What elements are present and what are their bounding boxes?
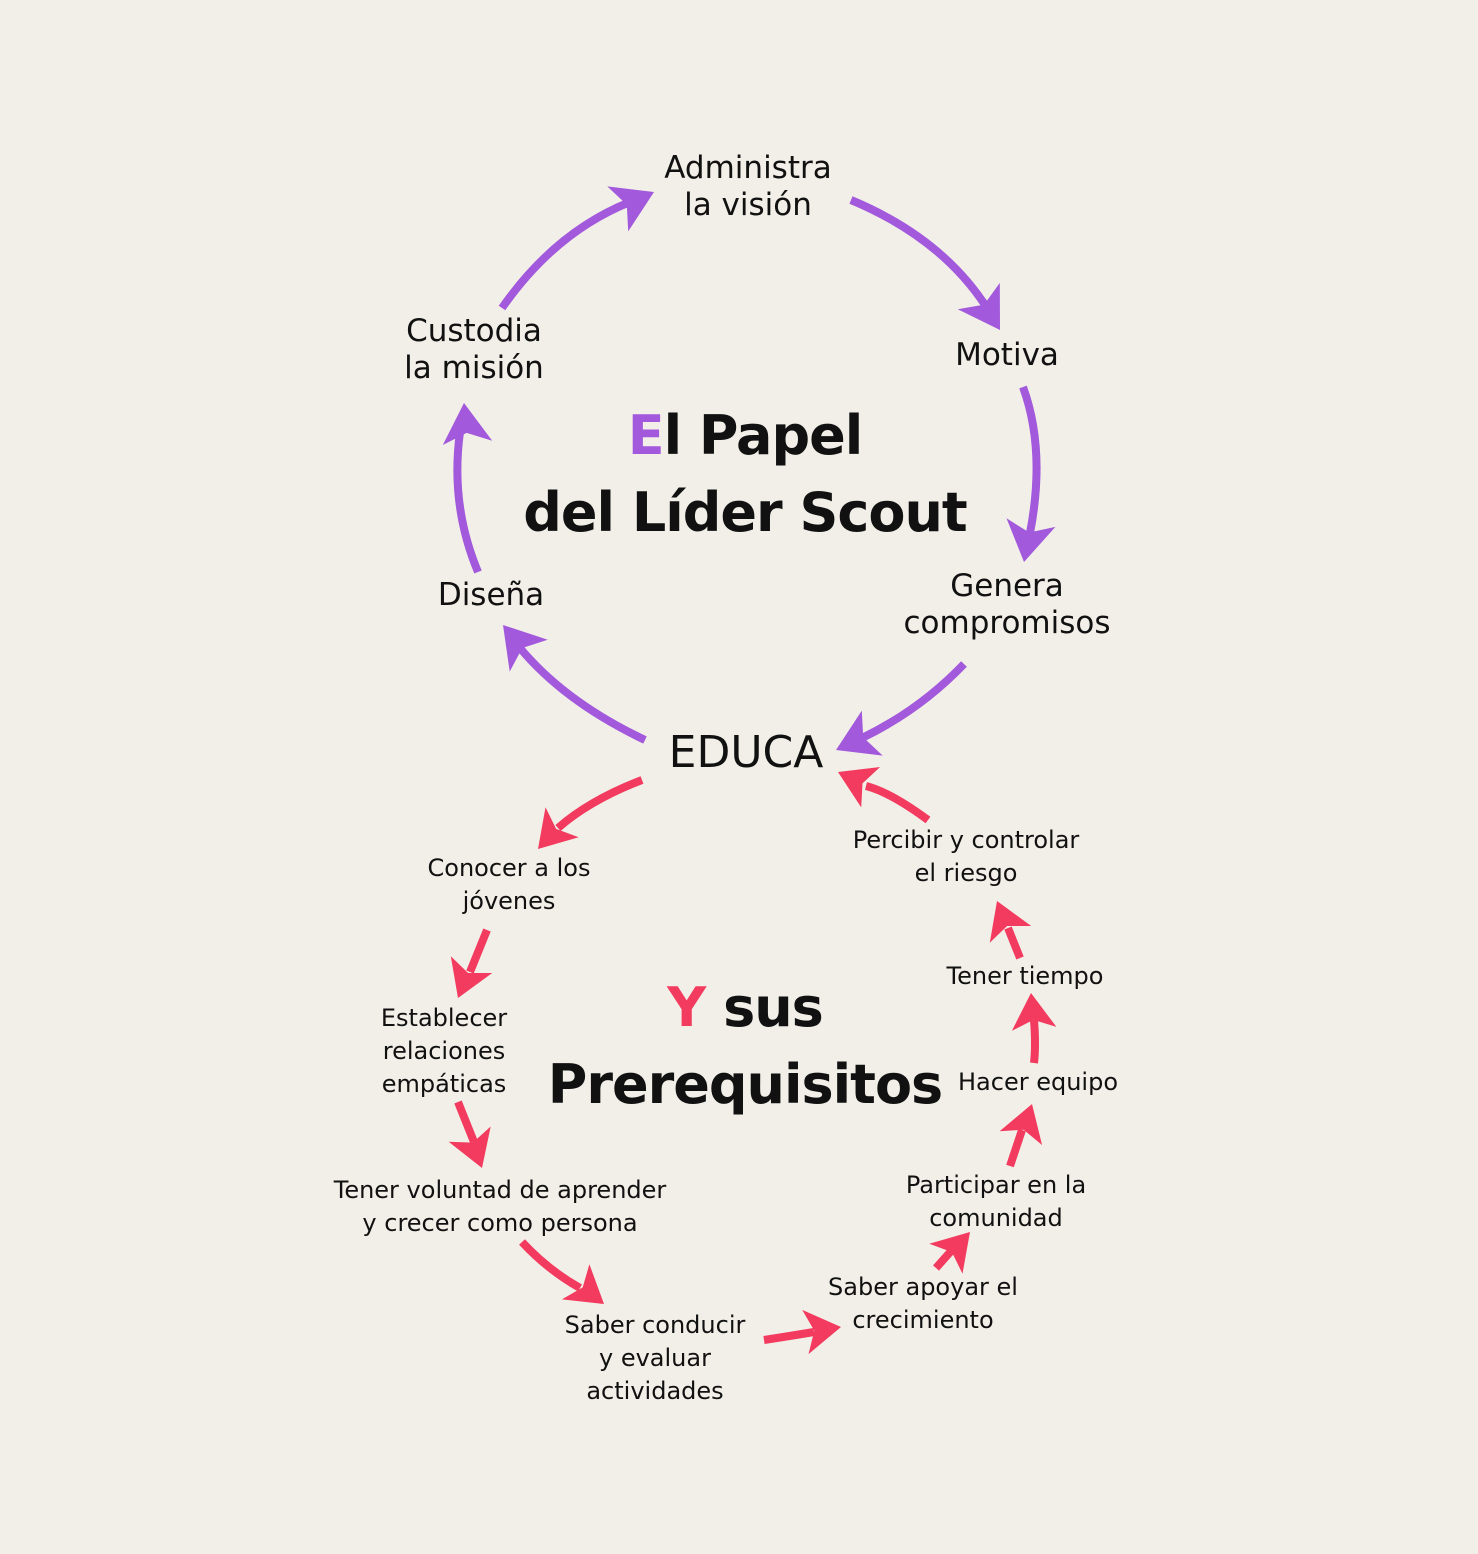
node-educa: EDUCA [668, 727, 824, 778]
arrow-saber-apoyar-to-participar-line [933, 1247, 955, 1271]
node-conocer: Conocer a los jóvenes [427, 854, 591, 916]
arrow-saber-apoyar-to-participar [929, 1232, 970, 1274]
main-title: El Papel del Líder Scout [523, 398, 967, 551]
arrow-administra-to-motiva-line [849, 196, 991, 311]
arrow-saber-conducir-to-saber-apoyar [763, 1309, 841, 1355]
main-title-line-1: El Papel [627, 404, 864, 467]
arrow-hacer-equipo-to-tener-tiempo [1011, 993, 1057, 1064]
node-saber-apoyar: Saber apoyar el crecimiento [828, 1273, 1018, 1335]
arrow-participar-to-hacer-equipo [999, 1104, 1043, 1168]
node-administra: Administra la visión [664, 150, 832, 224]
arrow-hacer-equipo-to-tener-tiempo-head [1011, 993, 1057, 1031]
arrow-participar-to-hacer-equipo-line [1006, 1128, 1026, 1168]
node-participar: Participar en la comunidad [905, 1171, 1087, 1233]
prereq-title-line-2: Prerequisitos [547, 1052, 943, 1116]
main-title-line-2: del Líder Scout [523, 480, 967, 544]
arrow-custodia-to-administra [498, 186, 654, 311]
arrow-percibir-to-educa-head [838, 767, 881, 808]
prereq-title-line-1: Y sus [667, 976, 824, 1039]
arrow-percibir-to-educa-line [864, 782, 931, 824]
main-title-accent: E [627, 404, 665, 467]
arrow-educa-to-disena-line [516, 645, 647, 744]
node-establecer: Establecer relaciones empáticas [380, 1004, 508, 1099]
arrow-genera-to-educa-line [860, 661, 967, 742]
arrow-disena-to-custodia-head [442, 403, 493, 445]
arrow-saber-conducir-to-saber-apoyar-line [763, 1328, 815, 1344]
node-custodia: Custodia la misión [404, 313, 544, 387]
arrow-genera-to-educa [836, 661, 967, 756]
arrow-disena-to-custodia-line [453, 431, 482, 574]
node-tener-voluntad: Tener voluntad de aprender y crecer como… [333, 1176, 667, 1238]
arrow-establecer-to-tener-voluntad-head [448, 1126, 491, 1168]
arrow-tener-tiempo-to-percibir [989, 901, 1032, 960]
arrow-custodia-to-administra-head [607, 186, 654, 232]
node-saber-conducir: Saber conducir y evaluar actividades [564, 1311, 746, 1406]
arrow-saber-conducir-to-saber-apoyar-head [802, 1309, 841, 1355]
arrow-disena-to-custodia [442, 403, 493, 574]
arrow-conocer-to-establecer-head [450, 956, 493, 998]
node-motiva: Motiva [955, 337, 1059, 373]
arrow-educa-to-conocer-line [555, 776, 644, 832]
arrow-conocer-to-establecer-line [466, 928, 491, 974]
arrow-administra-to-motiva [849, 196, 1000, 330]
arrow-custodia-to-administra-line [498, 198, 632, 311]
arrow-genera-to-educa-head [836, 710, 883, 756]
node-hacer-equipo: Hacer equipo [957, 1068, 1119, 1096]
node-tener-tiempo: Tener tiempo [946, 962, 1104, 990]
arrow-motiva-to-genera [1006, 385, 1056, 562]
prereq-title-accent: Y [667, 976, 706, 1039]
arrow-educa-to-conocer-head [538, 807, 579, 849]
arrow-hacer-equipo-to-tener-tiempo-line [1030, 1019, 1039, 1064]
arrow-educa-to-disena-head [503, 625, 548, 672]
arrow-saber-apoyar-to-participar-head [929, 1232, 970, 1274]
arrow-tener-tiempo-to-percibir-line [1004, 926, 1024, 960]
arrow-motiva-to-genera-head [1006, 518, 1056, 562]
arrow-administra-to-motiva-head [957, 282, 1000, 330]
arrow-tener-voluntad-to-saber-conducir-head [561, 1264, 604, 1304]
prereq-title: Y sus Prerequisitos [547, 970, 943, 1123]
arrow-tener-voluntad-to-saber-conducir-line [519, 1239, 582, 1292]
arrow-establecer-to-tener-voluntad [448, 1100, 491, 1168]
arrow-educa-to-disena [503, 625, 647, 744]
arrow-tener-voluntad-to-saber-conducir [519, 1239, 604, 1304]
arrow-tener-tiempo-to-percibir-head [989, 901, 1032, 943]
arrow-motiva-to-genera-line [1019, 385, 1041, 534]
arrow-conocer-to-establecer [450, 928, 493, 998]
arrow-percibir-to-educa [838, 767, 931, 824]
arrow-participar-to-hacer-equipo-head [999, 1104, 1043, 1146]
node-disena: Diseña [437, 577, 545, 613]
arrow-educa-to-conocer [538, 776, 644, 849]
node-genera: Genera compromisos [903, 568, 1111, 642]
node-percibir: Percibir y controlar el riesgo [852, 826, 1080, 888]
arrow-establecer-to-tener-voluntad-line [454, 1100, 478, 1144]
